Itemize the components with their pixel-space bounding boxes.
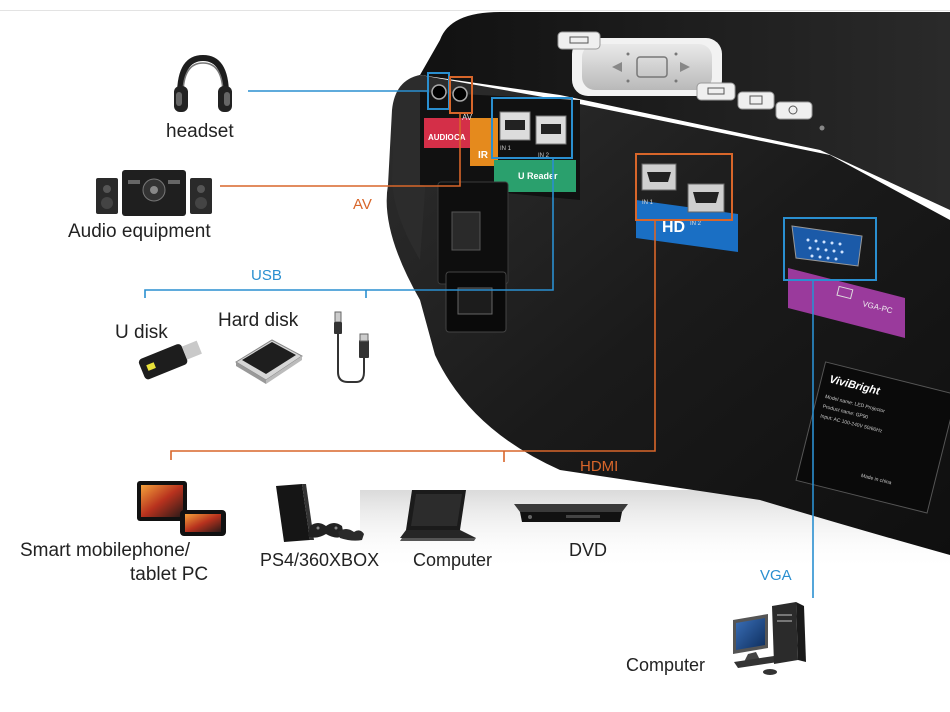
hdmi-strip [636,200,738,252]
dvd-player-icon [514,504,628,522]
hdmi-line [170,220,656,460]
usb-connection-label: USB [251,267,282,284]
port-highlights [427,72,877,281]
hdmi-in2-label: IN 2 [690,221,702,227]
projector-top [420,12,950,210]
desktop-label: Computer [626,655,706,675]
av-highlight [449,76,473,114]
hard-disk-label: Hard disk [218,310,299,331]
usb-in1-label: IN 1 [500,146,512,152]
vga-highlight [783,217,877,281]
control-pad [582,44,712,90]
power-switch [451,211,481,251]
smart-device-label-line2: tablet PC [130,564,209,585]
power-led [819,125,825,131]
audio-equipment-label: Audio equipment [68,221,211,242]
usb-stick-icon [138,340,202,380]
audio-port-strip [424,118,470,148]
smart-device-label-line1: Smart mobilephone/ [20,540,191,561]
headset-label: headset [166,121,234,142]
console-label: PS4/360XBOX [260,550,380,570]
connection-lines [144,90,814,598]
u-reader-label: U Reader [518,171,558,181]
hdmi-connection-label: HDMI [580,458,619,475]
top-divider [0,10,950,11]
u-disk-label: U disk [115,322,168,343]
dvd-label: DVD [569,540,608,560]
headset-icon [174,54,232,112]
speaker-system-icon [96,170,212,216]
audio-label: AUDIO [428,133,454,142]
vga-port [791,225,863,267]
desktop-pc-icon [733,602,806,675]
ir-label: IR [478,150,489,161]
av-connection-label: AV [353,196,372,213]
source-button [737,91,775,110]
menu-button [557,31,601,50]
vga-pins [806,238,844,261]
hdmi-highlight [635,153,733,221]
projector: AUDIO CA AV IR U Reader IN 1 IN 2 HD [360,12,950,570]
laptop-label: Computer [413,550,493,570]
power-icon [788,105,798,115]
tablet-phone-icon [137,481,226,536]
ac-socket [457,287,493,315]
usb-highlight [491,97,573,159]
usb-cable-icon [334,311,369,383]
monitor-mini-icon [836,285,854,300]
vga-connection-label: VGA [760,567,792,584]
av-jack [452,86,468,102]
ok-button-outline [636,56,668,78]
usb-in2-label: IN 2 [538,153,550,159]
hard-disk-icon [235,339,303,384]
back-button [696,82,736,101]
projector-side [392,75,428,260]
power-button [775,101,813,120]
av-line [220,113,461,187]
spec-sticker: ViviBright Model name: LED Projector Pro… [795,361,950,514]
av-port-label: AV [462,113,473,122]
hd-label: HD [662,219,685,236]
hdmi-in1-label: IN 1 [642,200,654,206]
laptop-icon [400,490,476,541]
audio-jack [431,84,447,100]
game-console-icon [276,484,364,542]
usb-line [144,158,554,298]
vga-strip [788,268,905,338]
